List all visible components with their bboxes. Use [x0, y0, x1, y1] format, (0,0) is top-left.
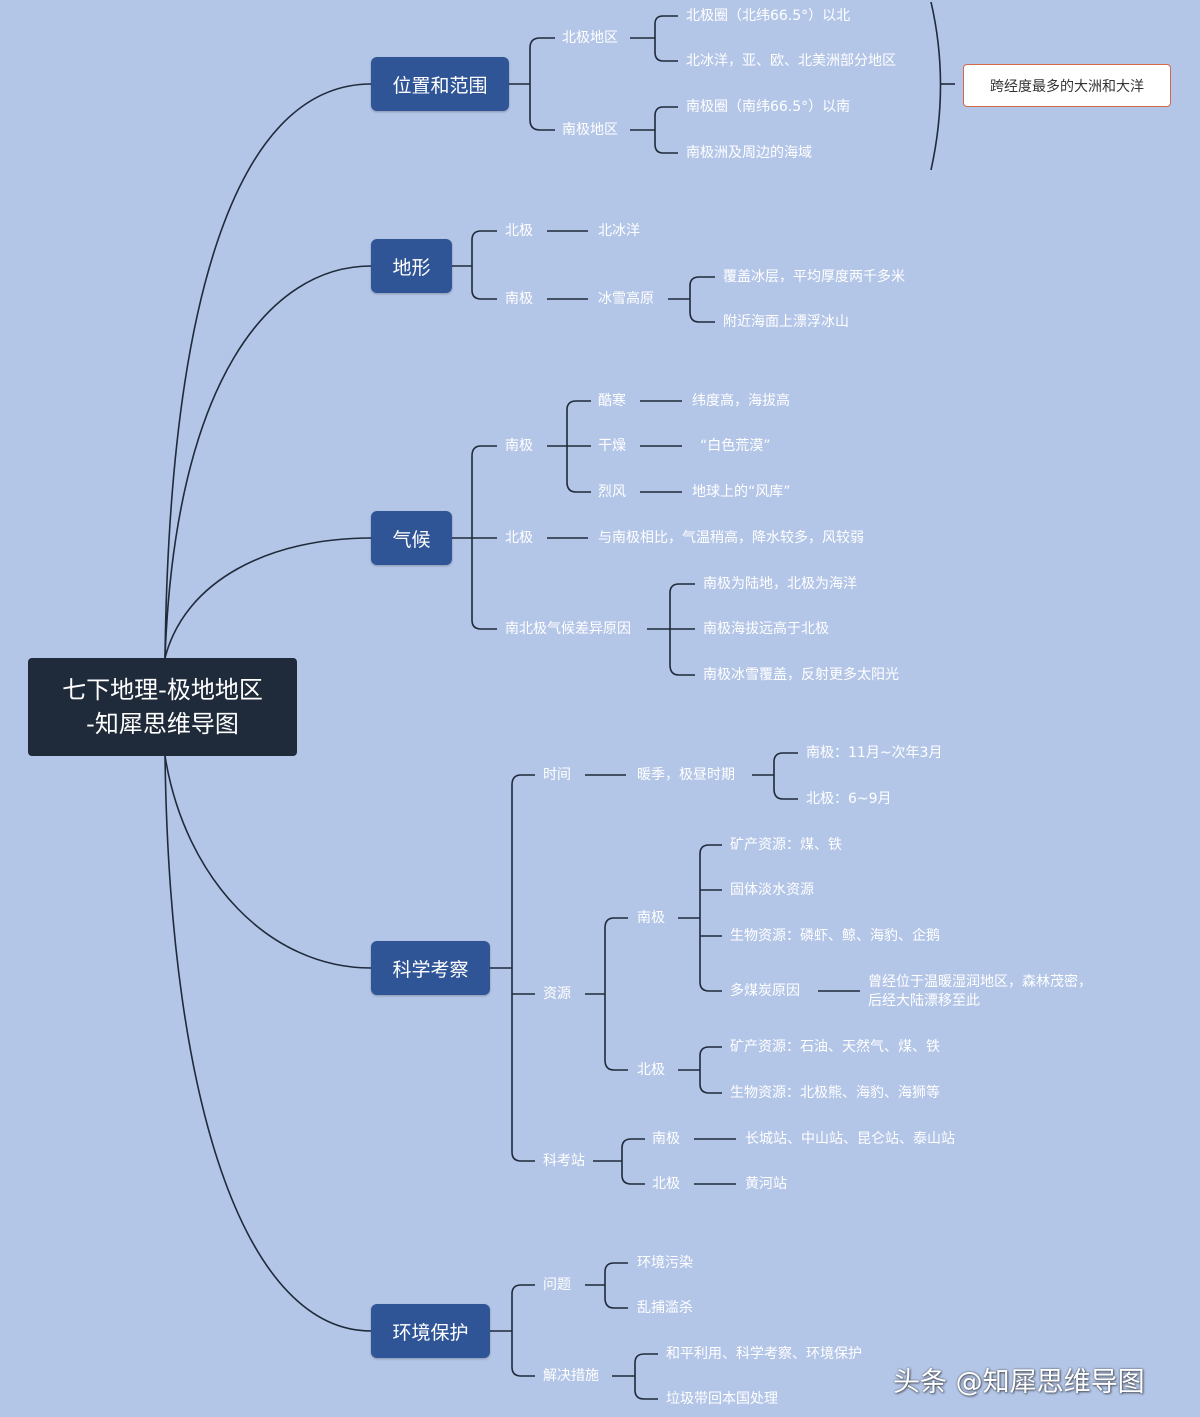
coal-reason-line2[interactable]: 后经大陆漂移至此 [868, 993, 980, 1009]
env-problems[interactable]: 问题 [543, 1277, 571, 1293]
stations-north[interactable]: 北极 [652, 1176, 680, 1192]
resources-north-bio[interactable]: 生物资源：北极熊、海豹、海狮等 [730, 1085, 940, 1101]
research-time-value[interactable]: 暖季，极昼时期 [637, 767, 735, 783]
env-problems-a[interactable]: 环境污染 [637, 1255, 693, 1271]
climate-cold[interactable]: 酷寒 [598, 393, 626, 409]
resources-south-mineral[interactable]: 矿产资源：煤、铁 [730, 837, 842, 853]
resources-north-mineral[interactable]: 矿产资源：石油、天然气、煤、铁 [730, 1039, 940, 1055]
resources-north[interactable]: 北极 [637, 1062, 665, 1078]
node-south-a[interactable]: 南极圈（南纬66.5°）以南 [686, 99, 851, 115]
branch-research[interactable]: 科学考察 [371, 941, 490, 995]
root-link-position [164, 83, 372, 659]
climate-wind[interactable]: 烈风 [598, 484, 626, 500]
resources-south-bio[interactable]: 生物资源：磷虾、鲸、海豹、企鹅 [730, 928, 940, 944]
climate-north-value[interactable]: 与南极相比，气温稍高，降水较多，风较弱 [598, 530, 864, 546]
root-link-terrain [164, 265, 372, 659]
climate-cold-value[interactable]: 纬度高，海拔高 [692, 393, 790, 409]
climate-south[interactable]: 南极 [505, 438, 533, 454]
branch-terrain[interactable]: 地形 [371, 239, 452, 293]
climate-north[interactable]: 北极 [505, 530, 533, 546]
terrain-south-value[interactable]: 冰雪高原 [598, 291, 654, 307]
climate-reason-b[interactable]: 南极海拔远高于北极 [703, 621, 829, 637]
climate-reason[interactable]: 南北极气候差异原因 [505, 621, 631, 637]
terrain-north-value[interactable]: 北冰洋 [598, 223, 640, 239]
node-south-b[interactable]: 南极洲及周边的海域 [686, 145, 812, 161]
research-stations[interactable]: 科考站 [543, 1153, 585, 1169]
node-north-region[interactable]: 北极地区 [562, 30, 618, 46]
stations-south-value[interactable]: 长城站、中山站、昆仑站、泰山站 [745, 1131, 955, 1147]
climate-wind-value[interactable]: 地球上的“风库” [692, 484, 791, 500]
branch-environment[interactable]: 环境保护 [371, 1304, 490, 1358]
research-time-south[interactable]: 南极：11月~次年3月 [806, 745, 943, 761]
env-measures-b[interactable]: 垃圾带回本国处理 [666, 1391, 778, 1407]
research-time[interactable]: 时间 [543, 767, 571, 783]
node-north-a[interactable]: 北极圈（北纬66.5°）以北 [686, 8, 851, 24]
terrain-south[interactable]: 南极 [505, 291, 533, 307]
env-measures[interactable]: 解决措施 [543, 1368, 599, 1384]
env-problems-b[interactable]: 乱捕滥杀 [637, 1300, 693, 1316]
terrain-south-b[interactable]: 附近海面上漂浮冰山 [723, 314, 849, 330]
climate-reason-a[interactable]: 南极为陆地，北极为海洋 [703, 576, 857, 592]
terrain-north[interactable]: 北极 [505, 223, 533, 239]
node-north-b[interactable]: 北冰洋，亚、欧、北美洲部分地区 [686, 53, 896, 69]
node-south-region[interactable]: 南极地区 [562, 122, 618, 138]
climate-dry-value[interactable]: “白色荒漠” [700, 438, 771, 454]
research-time-north[interactable]: 北极：6~9月 [806, 791, 892, 807]
research-resources[interactable]: 资源 [543, 986, 571, 1002]
climate-dry[interactable]: 干燥 [598, 438, 626, 454]
coal-reason-line1[interactable]: 曾经位于温暖湿润地区，森林茂密， [868, 974, 1092, 990]
resources-south-water[interactable]: 固体淡水资源 [730, 882, 814, 898]
climate-reason-c[interactable]: 南极冰雪覆盖，反射更多太阳光 [703, 667, 899, 683]
branch-position[interactable]: 位置和范围 [371, 57, 509, 111]
terrain-south-a[interactable]: 覆盖冰层，平均厚度两千多米 [723, 269, 905, 285]
root-title-line1: 七下地理-极地地区 [62, 676, 263, 704]
root-title-line2: -知犀思维导图 [86, 710, 239, 738]
root-link-climate [164, 537, 372, 659]
stations-south[interactable]: 南极 [652, 1131, 680, 1147]
env-measures-a[interactable]: 和平利用、科学考察、环境保护 [666, 1346, 862, 1362]
root-link-research [164, 755, 372, 969]
stations-north-value[interactable]: 黄河站 [745, 1176, 787, 1192]
callout-longitude[interactable]: 跨经度最多的大洲和大洋 [963, 64, 1171, 107]
branch-climate[interactable]: 气候 [371, 511, 452, 565]
root-node[interactable]: 七下地理-极地地区 -知犀思维导图 [28, 658, 297, 756]
resources-south-coal[interactable]: 多煤炭原因 [730, 983, 800, 999]
watermark: 头条 @知犀思维导图 [893, 1367, 1145, 1398]
root-link-environment [164, 755, 372, 1332]
resources-south[interactable]: 南极 [637, 910, 665, 926]
